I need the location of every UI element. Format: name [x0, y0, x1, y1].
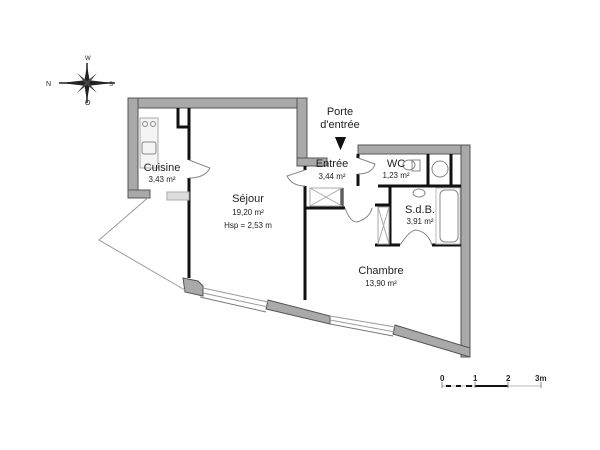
room-area-entree: 3,44 m²: [318, 172, 345, 181]
room-area-wc: 1,23 m²: [382, 171, 409, 180]
entrance-label-2: d'entrée: [320, 119, 359, 131]
room-name-chambre: Chambre: [358, 265, 403, 277]
compass-o: O: [85, 100, 91, 107]
room-area-sdb: 3,91 m²: [406, 217, 433, 226]
room-name-wc: WC: [387, 158, 405, 170]
bathroom-fixtures: [402, 159, 461, 245]
windows: [199, 287, 396, 337]
compass-s: S: [109, 82, 113, 88]
room-height-sejour: Hsp = 2,53 m: [224, 221, 272, 230]
balcony: [98, 195, 186, 291]
room-area-sejour: 19,20 m²: [232, 208, 264, 217]
scale-tick-2: 2: [506, 374, 511, 383]
room-name-sejour: Séjour: [232, 193, 264, 205]
compass-rose-icon: N W S O: [46, 56, 115, 107]
compass-w: W: [85, 56, 91, 62]
compass-n: N: [46, 81, 51, 88]
entrance-label-1: Porte: [327, 106, 353, 118]
closets: [309, 187, 390, 245]
scale-tick-0: 0: [440, 374, 445, 383]
room-name-entree: Entrée: [316, 158, 348, 170]
room-area-chambre: 13,90 m²: [365, 279, 397, 288]
room-name-cuisine: Cuisine: [144, 162, 181, 174]
room-name-sdb: S.d.B.: [405, 204, 435, 216]
doors: [188, 157, 433, 246]
scale-tick-3: 3m: [535, 374, 547, 383]
exterior-walls: [127, 97, 471, 358]
scale-bar: 0 1 2 3m: [440, 374, 547, 388]
scale-tick-1: 1: [473, 374, 478, 383]
room-area-cuisine: 3,43 m²: [148, 175, 175, 184]
kitchen-fixtures: [139, 117, 190, 201]
